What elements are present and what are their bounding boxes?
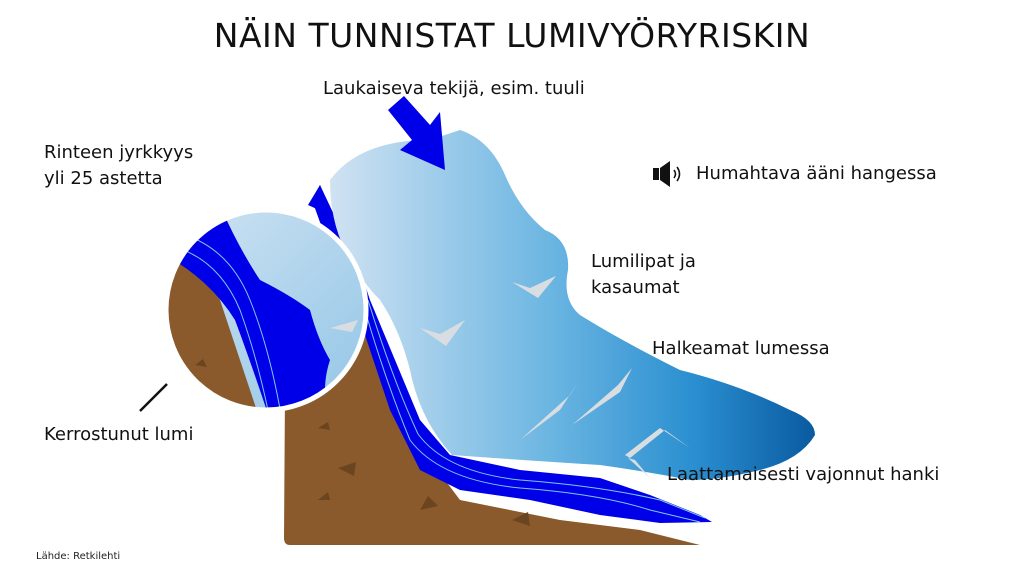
snow-body — [330, 130, 815, 480]
label-layered: Kerrostunut lumi — [44, 424, 194, 445]
wind-arrow-icon — [388, 96, 445, 170]
speaker-icon — [653, 161, 681, 187]
label-steepness-line2: yli 25 astetta — [44, 168, 163, 189]
label-cornices: Lumilipat ja kasaumat — [591, 249, 696, 301]
label-settled: Laattamaisesti vajonnut hanki — [667, 464, 940, 485]
label-steepness: Rinteen jyrkkyys yli 25 astetta — [44, 140, 193, 192]
label-trigger: Laukaiseva tekijä, esim. tuuli — [323, 78, 585, 99]
page-title: NÄIN TUNNISTAT LUMIVYÖRYRISKIN — [213, 16, 811, 55]
ground — [284, 280, 700, 545]
label-cracks: Halkeamat lumessa — [652, 338, 830, 359]
magnifier-circle — [163, 207, 369, 413]
label-steepness-line1: Rinteen jyrkkyys — [44, 142, 194, 163]
pointer-line — [139, 383, 168, 412]
source-credit: Lähde: Retkilehti — [36, 551, 121, 562]
label-sound: Humahtava ääni hangessa — [696, 163, 937, 184]
label-cornices-line1: Lumilipat ja — [591, 251, 696, 272]
snow-layer — [312, 185, 712, 523]
cracks — [420, 276, 690, 478]
label-cornices-line2: kasaumat — [591, 277, 680, 298]
